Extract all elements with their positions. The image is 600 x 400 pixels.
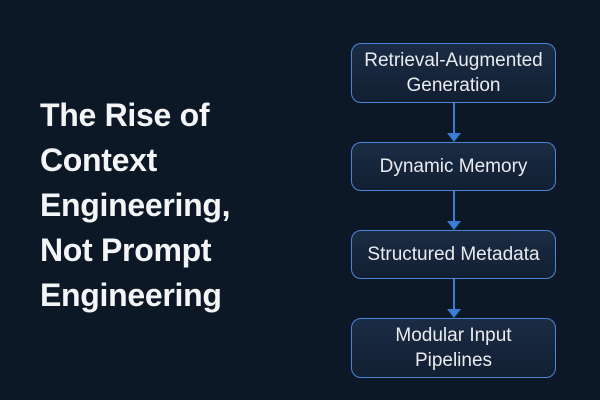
flow-arrow [351, 191, 556, 230]
flow-node-dynamic-memory: Dynamic Memory [351, 142, 556, 191]
flow-node-structured-metadata: Structured Metadata [351, 230, 556, 279]
flow-arrow [351, 279, 556, 318]
flow-node-modular-input-pipelines: Modular Input Pipelines [351, 318, 556, 378]
headline: The Rise of Context Engineering, Not Pro… [40, 97, 231, 314]
flow-arrow [351, 103, 556, 142]
flow-node-label: Dynamic Memory [379, 156, 528, 177]
flow-node-label: Modular Input Pipelines [395, 325, 512, 371]
flow-node-label: Retrieval-Augmented Generation [364, 50, 543, 96]
arrow-down-icon [446, 309, 461, 318]
flow-node-retrieval-augmented-generation: Retrieval-Augmented Generation [351, 43, 556, 103]
arrow-down-icon [446, 133, 461, 142]
arrow-line [452, 279, 455, 310]
flowchart: Retrieval-Augmented Generation Dynamic M… [351, 43, 556, 378]
arrow-line [452, 103, 455, 134]
flow-node-label: Structured Metadata [367, 244, 540, 265]
arrow-down-icon [446, 221, 461, 230]
arrow-line [452, 191, 455, 222]
